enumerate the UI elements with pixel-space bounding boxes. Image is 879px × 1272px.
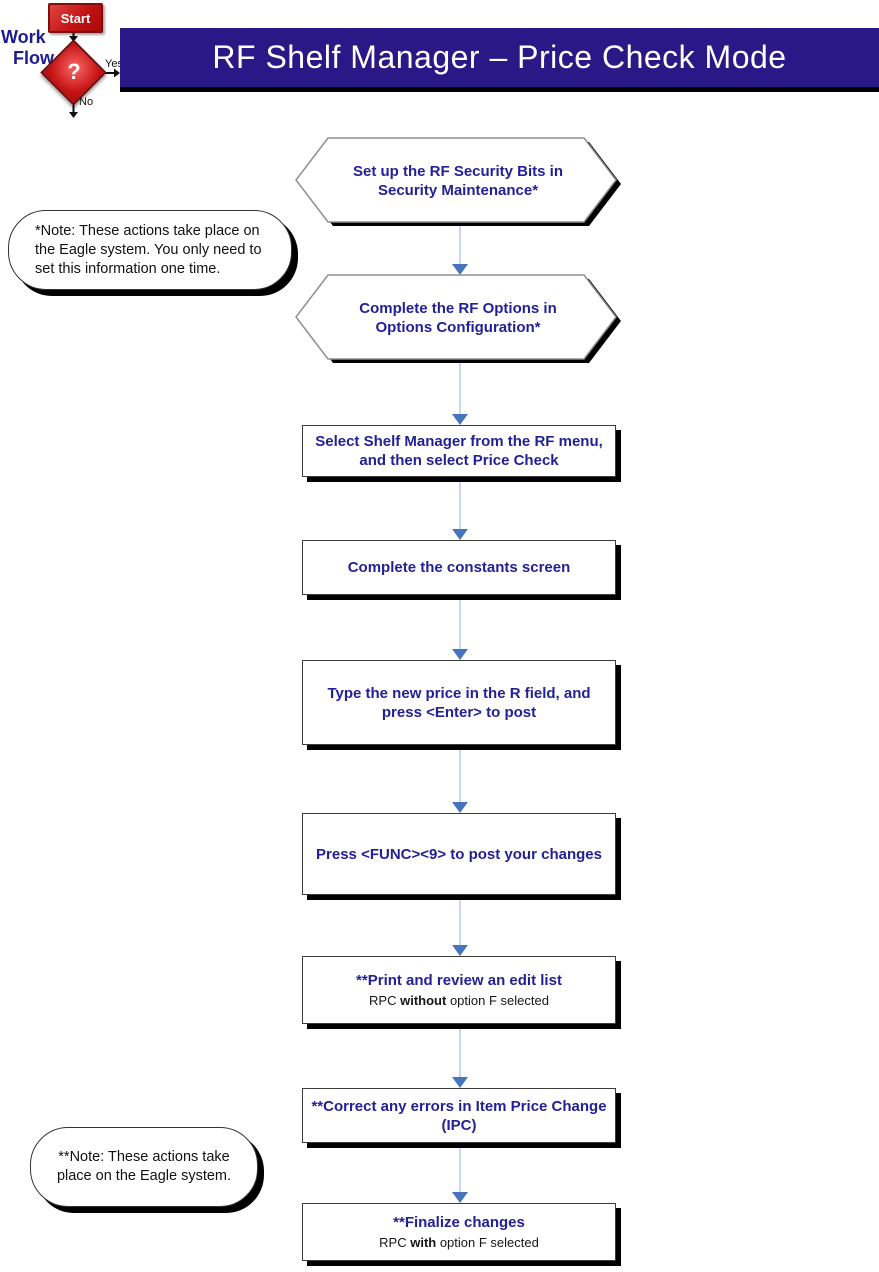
note-eagle-one-time: *Note: These actions take place on the E…	[8, 210, 292, 290]
step-type-new-price: Type the new price in the R field, and p…	[302, 660, 616, 745]
logo-workflow-word1: Work	[1, 27, 46, 47]
note-eagle-system: **Note: These actions take place on the …	[30, 1127, 258, 1207]
step-correct-errors: **Correct any errors in Item Price Chang…	[302, 1088, 616, 1143]
page-title: RF Shelf Manager – Price Check Mode	[212, 39, 787, 75]
step-finalize-changes: **Finalize changes RPC with option F sel…	[302, 1203, 616, 1261]
decision-question-mark: ?	[67, 59, 81, 84]
title-bar: RF Shelf Manager – Price Check Mode	[120, 28, 879, 87]
yes-label: Yes	[105, 58, 123, 70]
logo-workflow-word2: Flow	[13, 48, 54, 68]
step-complete-constants: Complete the constants screen	[302, 540, 616, 595]
start-node: Start	[48, 3, 103, 33]
hexagon-node-shape	[295, 274, 621, 363]
hexagon-node-shape	[295, 137, 621, 226]
step-print-edit-list: **Print and review an edit list RPC with…	[302, 956, 616, 1024]
step-subtext: RPC with option F selected	[379, 1235, 539, 1250]
step-subtext: RPC without option F selected	[369, 993, 549, 1008]
hexagon-node-rf-options: Complete the RF Options in Options Confi…	[359, 300, 557, 336]
hexagon-node-setup-security: Set up the RF Security Bits in Security …	[352, 163, 564, 199]
no-label: No	[79, 96, 94, 108]
step-select-shelf-manager: Select Shelf Manager from the RF menu, a…	[302, 425, 616, 477]
step-press-func9: Press <FUNC><9> to post your changes	[302, 813, 616, 895]
